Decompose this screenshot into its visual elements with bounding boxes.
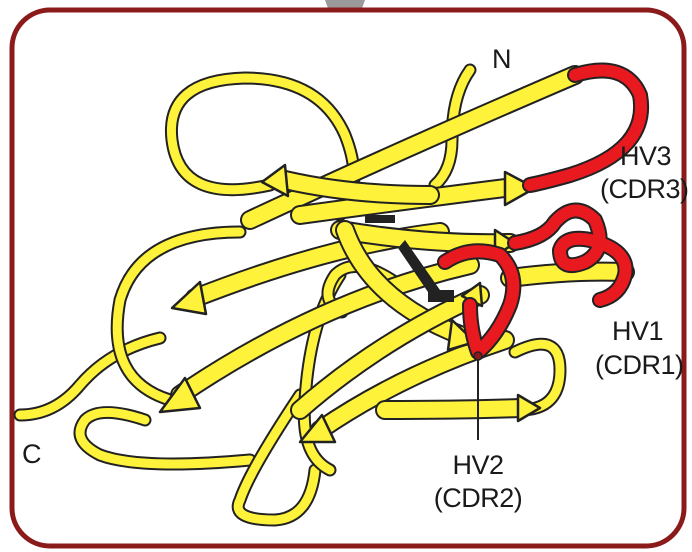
strand-bottom-right-arrow <box>385 408 520 410</box>
hv1-label: HV1 <box>612 316 663 346</box>
cdr1-label: (CDR1) <box>595 350 684 380</box>
hv3-label: HV3 <box>620 141 671 171</box>
cdr3-label: (CDR3) <box>600 174 689 204</box>
hv2-label: HV2 <box>452 450 503 480</box>
c-terminus-label: C <box>22 439 41 469</box>
n-terminus-label: N <box>492 44 511 74</box>
hv2-pointer-dot <box>474 352 482 360</box>
cdr2-label: (CDR2) <box>434 483 523 513</box>
